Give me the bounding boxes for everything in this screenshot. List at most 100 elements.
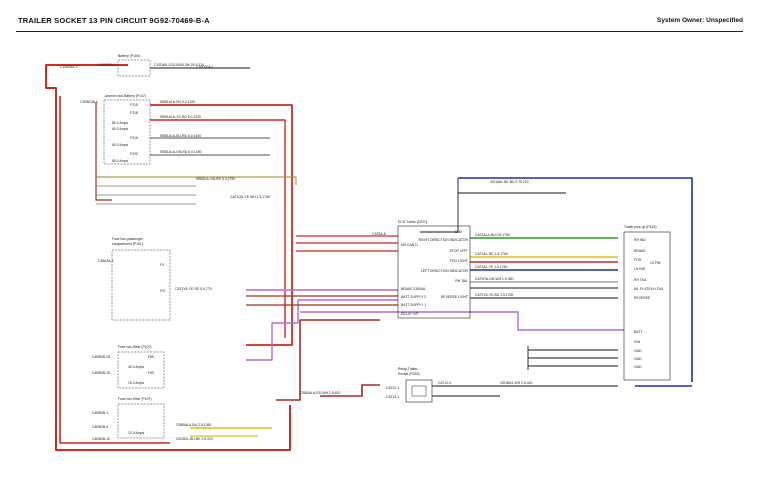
- svg-text:SBB1ALA-GN-RD 6.0.1450: SBB1ALA-GN-RD 6.0.1450: [160, 150, 202, 154]
- component-fuse-box-rear-2: Fuse box-Rear (P107) 12.5 Amps C4BB2B-1 …: [92, 397, 213, 441]
- connector-labels: CAT5A-8 SBB2LA-GN-RD 6.0.2750 CAT1QA-YE-…: [60, 65, 386, 236]
- svg-text:CAT1YA-YE-RD 0.5.770: CAT1YA-YE-RD 0.5.770: [175, 287, 212, 291]
- svg-text:15.0 Amps: 15.0 Amps: [128, 381, 144, 385]
- wire-black-top: [420, 178, 459, 233]
- svg-text:CAT2YA-YE-BU 1.5.1760: CAT2YA-YE-BU 1.5.1760: [475, 293, 513, 297]
- svg-text:compartment (P101): compartment (P101): [112, 242, 143, 246]
- svg-text:F47: F47: [160, 289, 166, 293]
- svg-text:CBB5ALA-BU 2.5.1260: CBB5ALA-BU 2.5.1260: [176, 423, 211, 427]
- svg-text:CAT14-1: CAT14-1: [386, 395, 399, 399]
- svg-text:Fuse box-Rear (P107): Fuse box-Rear (P107): [118, 397, 152, 401]
- svg-text:C10B05A-1: C10B05A-1: [60, 65, 78, 69]
- svg-text:Trailer pick-up (P124): Trailer pick-up (P124): [624, 225, 656, 229]
- svg-text:60.0 Amps: 60.0 Amps: [112, 143, 128, 147]
- svg-text:STOP LEFT: STOP LEFT: [450, 249, 468, 253]
- svg-text:Socket (R252): Socket (R252): [398, 372, 420, 376]
- svg-text:MS CAN H: MS CAN H: [401, 243, 418, 247]
- svg-text:GD1500L BK 25 5.210: GD1500L BK 25 5.210: [170, 63, 204, 67]
- svg-text:F218: F218: [130, 111, 138, 115]
- svg-text:CAT1AL-YE 1.5.1760: CAT1AL-YE 1.5.1760: [475, 265, 507, 269]
- svg-text:C4BB2B-5: C4BB2B-5: [92, 425, 108, 429]
- svg-text:CAT1AL-RD 1.5.1760: CAT1AL-RD 1.5.1760: [475, 252, 508, 256]
- page-title: TRAILER SOCKET 13 PIN CIRCUIT 9G92-70469…: [18, 16, 210, 25]
- svg-text:GND: GND: [634, 365, 642, 369]
- svg-text:LH IND: LH IND: [634, 267, 646, 271]
- component-relay-trailer: Relay-Trailer- Socket (R252) CAT12-1 CAT…: [300, 367, 533, 403]
- svg-text:Junction box-Battery (P147): Junction box-Battery (P147): [104, 94, 146, 98]
- wire-darkred-1: [95, 102, 112, 201]
- svg-text:LEFT DIRECTION INDICATOR: LEFT DIRECTION INDICATOR: [421, 269, 469, 273]
- wire-red-right-2: [150, 119, 286, 338]
- svg-text:GND: GND: [634, 357, 642, 361]
- component-battery: Battery (P100) C10D22A-1 C10D4B-1 GD1500…: [98, 54, 204, 77]
- svg-text:CAT5A-8: CAT5A-8: [372, 232, 386, 236]
- svg-text:BATT SUPPLY 2: BATT SUPPLY 2: [401, 295, 426, 299]
- svg-text:C10D4B-1: C10D4B-1: [154, 63, 170, 67]
- svg-text:F4: F4: [160, 263, 164, 267]
- svg-text:FOG LIGHT: FOG LIGHT: [450, 259, 468, 263]
- svg-text:C4BB2B-25: C4BB2B-25: [92, 355, 110, 359]
- svg-text:RH TAIL: RH TAIL: [455, 279, 468, 283]
- wire-red-right-1: [150, 104, 293, 346]
- svg-text:GND: GND: [454, 230, 462, 234]
- wire-darkred-relay: [276, 319, 380, 401]
- svg-text:F85: F85: [148, 355, 154, 359]
- svg-text:CAT12-1: CAT12-1: [386, 386, 399, 390]
- component-junction-box: Junction box-Battery (P147) F215 F218 F2…: [80, 94, 202, 165]
- svg-text:CAT2ALA-BU 0.5.1760: CAT2ALA-BU 0.5.1760: [475, 233, 510, 237]
- wire-darkred-relay-2: [320, 384, 380, 397]
- wire-purple-right: [300, 311, 624, 331]
- svg-text:GND: GND: [634, 349, 642, 353]
- svg-text:SBB1ALA-RD 6.0.1220: SBB1ALA-RD 6.0.1220: [160, 100, 195, 104]
- svg-text:SBB1ALA-BU-RD 6.0.1440: SBB1ALA-BU-RD 6.0.1440: [160, 134, 201, 138]
- svg-text:F216: F216: [130, 136, 138, 140]
- svg-text:C4BB2B-26: C4BB2B-26: [92, 371, 110, 375]
- wire-red-inner: [59, 96, 170, 444]
- wire-red-outer: [45, 64, 291, 451]
- svg-text:REVERSE LIGHT: REVERSE LIGHT: [441, 295, 468, 299]
- svg-text:N/L PLATE/LH TAIL: N/L PLATE/LH TAIL: [634, 287, 664, 291]
- svg-text:RH IND: RH IND: [634, 238, 646, 242]
- svg-text:C10D30A-1: C10D30A-1: [196, 65, 214, 69]
- svg-text:BATT: BATT: [634, 330, 642, 334]
- svg-text:CBB4ALA-RD-WH 2.5.620: CBB4ALA-RD-WH 2.5.620: [300, 391, 340, 395]
- svg-text:CAT12-2: CAT12-2: [438, 381, 451, 385]
- svg-text:12.5 Amps: 12.5 Amps: [128, 431, 144, 435]
- svg-text:REVERSE: REVERSE: [634, 296, 651, 300]
- svg-text:RIGHT DIRECTION INDICATOR: RIGHT DIRECTION INDICATOR: [419, 238, 469, 242]
- component-ecu-trailer: ECU-Trailer (D221) GND RIGHT DIRECTION I…: [397, 180, 529, 319]
- wire-purple-long: [246, 299, 398, 361]
- svg-text:CAT1QA-YE-WH 1.5.1760: CAT1QA-YE-WH 1.5.1760: [230, 195, 270, 199]
- svg-text:C1BB10B-1: C1BB10B-1: [80, 100, 98, 104]
- svg-text:F220: F220: [130, 152, 138, 156]
- svg-text:RELAY O/P: RELAY O/P: [401, 312, 419, 316]
- svg-text:C10D22A-1: C10D22A-1: [98, 63, 116, 67]
- svg-text:Battery (P100): Battery (P100): [118, 54, 140, 58]
- svg-text:GD1BA1-WH 2.5.440: GD1BA1-WH 2.5.440: [500, 381, 533, 385]
- svg-text:60.0 Amps: 60.0 Amps: [112, 127, 128, 131]
- svg-text:40.0 Amps: 40.0 Amps: [128, 365, 144, 369]
- svg-text:C4BB2B-10: C4BB2B-10: [92, 437, 110, 441]
- svg-text:CAT2RA-GN-WH 1.5.380: CAT2RA-GN-WH 1.5.380: [475, 277, 513, 281]
- wires: [45, 64, 693, 451]
- svg-text:BRAKE SIGNAL: BRAKE SIGNAL: [401, 287, 426, 291]
- svg-text:Relay-Trailer-: Relay-Trailer-: [398, 367, 418, 371]
- svg-text:GD2B2L-BU-BK 0.5.210: GD2B2L-BU-BK 0.5.210: [176, 437, 213, 441]
- svg-text:BATT SUPPLY 1: BATT SUPPLY 1: [401, 303, 426, 307]
- svg-text:80.0 Amps: 80.0 Amps: [112, 159, 128, 163]
- svg-text:F215: F215: [130, 103, 138, 107]
- component-fuse-box-rear-1: Fuse box-Rear (P107) F85 F60 40.0 Amps 1…: [92, 345, 165, 389]
- wire-olive-1: [96, 176, 297, 185]
- component-trailer-pickup: Trailer pick-up (P124) RH IND BRAKE FOG …: [623, 225, 671, 381]
- svg-text:F60: F60: [148, 371, 154, 375]
- system-owner: System Owner: Unspecified: [657, 17, 743, 24]
- svg-text:Fuse box-passenger: Fuse box-passenger: [112, 237, 144, 241]
- svg-text:Fuse box-Rear (P107): Fuse box-Rear (P107): [118, 345, 152, 349]
- header-divider: [16, 31, 743, 32]
- wire-blue-top: [458, 177, 693, 382]
- svg-text:GD1A6L-BK-BU 0.75.220: GD1A6L-BK-BU 0.75.220: [490, 180, 529, 184]
- svg-text:C4BB2B-1: C4BB2B-1: [92, 411, 108, 415]
- svg-text:SBB2LA-GN-RD 6.0.2750: SBB2LA-GN-RD 6.0.2750: [196, 177, 235, 181]
- svg-text:80.0 Amps: 80.0 Amps: [112, 121, 128, 125]
